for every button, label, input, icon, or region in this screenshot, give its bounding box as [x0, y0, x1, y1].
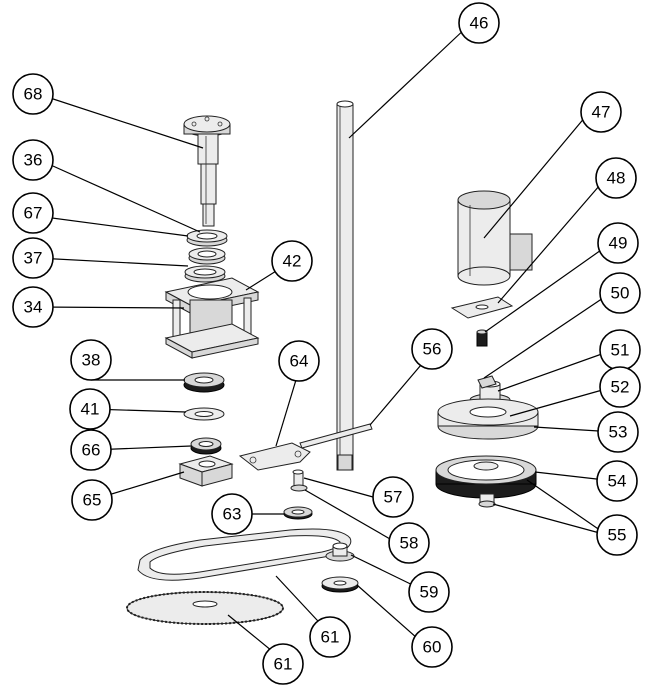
callout-60: 60: [411, 626, 453, 668]
svg-text:60: 60: [423, 638, 442, 657]
svg-text:68: 68: [24, 85, 43, 104]
svg-text:42: 42: [283, 252, 302, 271]
part-55-hub: [478, 493, 496, 508]
svg-text:64: 64: [290, 352, 309, 371]
svg-text:61: 61: [274, 655, 293, 674]
callout-64: 64: [278, 340, 320, 382]
svg-text:63: 63: [223, 505, 242, 524]
svg-text:58: 58: [400, 534, 419, 553]
part-63-nut: [283, 506, 313, 520]
svg-text:48: 48: [607, 169, 626, 188]
svg-text:51: 51: [611, 341, 630, 360]
callout-53: 53: [597, 411, 639, 453]
part-53-dish-pulley: [437, 398, 539, 440]
callout-65: 65: [71, 479, 113, 521]
part-61-sprocket-disk: [126, 591, 284, 625]
callout-46: 46: [458, 2, 500, 44]
svg-text:65: 65: [83, 491, 102, 510]
svg-text:46: 46: [470, 14, 489, 33]
svg-text:57: 57: [384, 488, 403, 507]
part-66-bearing: [190, 437, 222, 455]
svg-text:38: 38: [82, 351, 101, 370]
part-46-vertical-shaft: [336, 100, 354, 471]
svg-text:59: 59: [420, 583, 439, 602]
part-61-belt: [137, 528, 352, 581]
callout-61-disk: 61: [262, 643, 304, 685]
svg-text:56: 56: [423, 340, 442, 359]
part-38-bearing: [183, 372, 225, 393]
callout-52: 52: [599, 366, 641, 408]
callout-67: 67: [12, 192, 54, 234]
svg-text:67: 67: [24, 204, 43, 223]
part-36-seal-ring: [186, 229, 228, 247]
part-41-washer: [183, 407, 225, 421]
callout-49: 49: [597, 222, 639, 264]
callout-61-belt: 61: [309, 616, 351, 658]
callout-47: 47: [580, 91, 622, 133]
callout-51: 51: [599, 329, 641, 371]
part-54-flywheel: [435, 455, 537, 499]
svg-text:41: 41: [81, 400, 100, 419]
svg-text:54: 54: [608, 472, 627, 491]
callout-57: 57: [372, 476, 414, 518]
svg-text:36: 36: [24, 151, 43, 170]
callout-50: 50: [599, 272, 641, 314]
part-57-pin: [290, 469, 308, 492]
part-48-mounting-plate: [450, 296, 514, 319]
callout-42: 42: [271, 240, 313, 282]
callout-37: 37: [12, 237, 54, 279]
svg-text:37: 37: [24, 249, 43, 268]
callout-68: 68: [12, 73, 54, 115]
part-64-bracket-plate: [238, 442, 311, 471]
part-47-motor: [457, 190, 533, 286]
svg-text:50: 50: [611, 284, 630, 303]
part-34-housing-frame: [164, 277, 260, 359]
svg-text:61: 61: [321, 628, 340, 647]
callout-66: 66: [70, 429, 112, 471]
svg-text:47: 47: [592, 103, 611, 122]
callout-41: 41: [69, 388, 111, 430]
callout-48: 48: [595, 157, 637, 199]
callout-58: 58: [388, 522, 430, 564]
callout-34: 34: [12, 286, 54, 328]
svg-text:34: 34: [24, 298, 43, 317]
callout-38: 38: [70, 339, 112, 381]
callout-59: 59: [408, 571, 450, 613]
leader-lines: [36, 25, 616, 661]
svg-text:52: 52: [611, 378, 630, 397]
svg-text:53: 53: [609, 423, 628, 442]
part-37-bearing: [188, 247, 226, 265]
svg-text:55: 55: [608, 526, 627, 545]
callout-63: 63: [211, 493, 253, 535]
svg-text:66: 66: [82, 441, 101, 460]
part-56-tie-rod: [299, 423, 373, 449]
callout-56: 56: [411, 328, 453, 370]
callout-36: 36: [12, 139, 54, 181]
part-60-small-pulley: [321, 576, 359, 593]
part-65-pillow-block: [178, 455, 234, 487]
part-49-bolt: [476, 329, 488, 347]
callout-55: 55: [596, 514, 638, 556]
part-68-top-shaft: [183, 115, 231, 227]
callout-54: 54: [596, 460, 638, 502]
svg-text:49: 49: [609, 234, 628, 253]
part-67-ring: [184, 265, 226, 283]
